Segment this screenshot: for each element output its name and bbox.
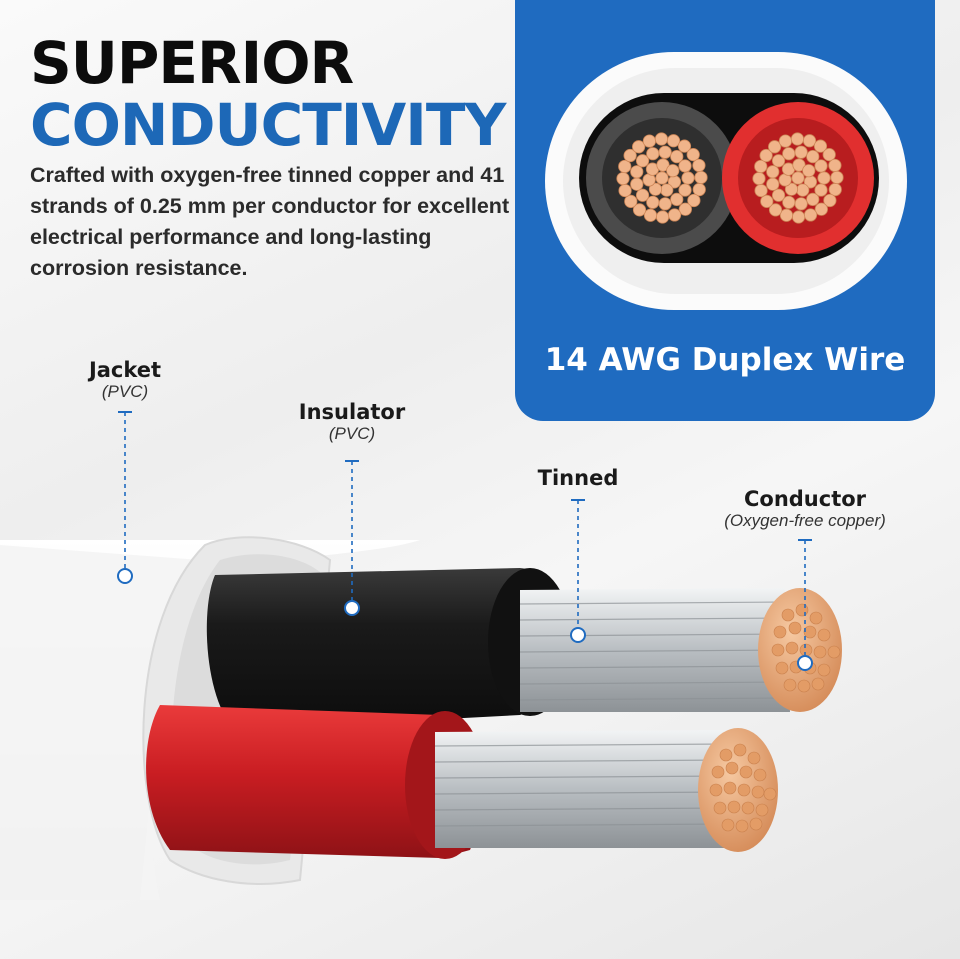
callout-conductor-name: Conductor xyxy=(743,487,867,511)
callout-conductor: Conductor (Oxygen-free copper) xyxy=(724,487,886,531)
callout-jacket: Jacket (PVC) xyxy=(89,358,161,402)
cross-section-panel: 14 AWG Duplex Wire xyxy=(515,0,935,421)
callout-insulator-material: (PVC) xyxy=(328,424,376,443)
callout-jacket-material: (PVC) xyxy=(101,382,149,401)
callout-tinned: Tinned xyxy=(538,466,619,490)
cross-section-image xyxy=(545,52,907,310)
headline-line-2: CONDUCTIVITY xyxy=(30,91,506,159)
headline: SUPERIOR CONDUCTIVITY xyxy=(30,29,506,159)
callout-jacket-name: Jacket xyxy=(88,358,162,382)
callout-tinned-name: Tinned xyxy=(537,466,619,490)
panel-title: 14 AWG Duplex Wire xyxy=(544,342,906,378)
callout-conductor-material: (Oxygen-free copper) xyxy=(724,511,886,530)
callout-insulator: Insulator (PVC) xyxy=(299,400,405,444)
product-description: Crafted with oxygen-free tinned copper a… xyxy=(30,163,510,280)
headline-line-1: SUPERIOR xyxy=(30,29,354,97)
callout-insulator-name: Insulator xyxy=(298,400,406,424)
